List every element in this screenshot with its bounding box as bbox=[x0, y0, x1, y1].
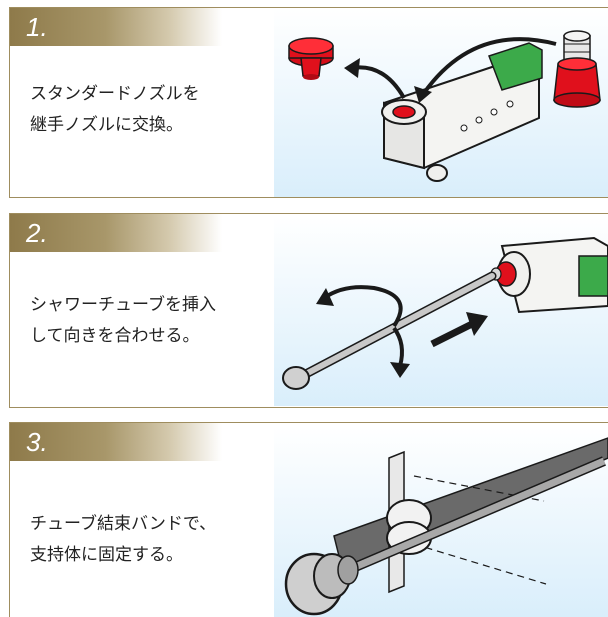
step-1-panel: 1. スタンダードノズルを 継手ノズルに交換。 bbox=[9, 7, 608, 198]
cable-tie-illustration bbox=[274, 426, 608, 617]
description-line: して向きを合わせる。 bbox=[30, 326, 200, 346]
step-3-panel: 3. チューブ結束バンドで、 支持体に固定する。 bbox=[9, 422, 608, 617]
step-number-bar: 1. bbox=[10, 8, 222, 46]
step-number: 2. bbox=[26, 218, 48, 248]
step-2-panel: 2. シャワーチューブを挿入 して向きを合わせる。 bbox=[9, 213, 608, 408]
nozzle-swap-image bbox=[288, 30, 601, 182]
step-description: シャワーチューブを挿入 して向きを合わせる。 bbox=[30, 290, 216, 352]
standard-nozzle bbox=[288, 37, 334, 80]
step-description: スタンダードノズルを 継手ノズルに交換。 bbox=[30, 79, 200, 141]
description-line: 継手ノズルに交換。 bbox=[30, 115, 183, 135]
step-number-bar: 2. bbox=[10, 214, 222, 252]
step-number: 1. bbox=[26, 12, 48, 42]
joint-nozzle bbox=[553, 30, 601, 108]
step-number-bar: 3. bbox=[10, 423, 222, 461]
description-line: 支持体に固定する。 bbox=[30, 545, 183, 565]
description-line: シャワーチューブを挿入 bbox=[30, 295, 216, 315]
cable-tie-image bbox=[284, 437, 608, 616]
description-line: チューブ結束バンドで、 bbox=[30, 514, 217, 534]
step-description: チューブ結束バンドで、 支持体に固定する。 bbox=[30, 509, 216, 571]
nozzle-swap-illustration bbox=[274, 8, 608, 197]
description-line: スタンダードノズルを bbox=[30, 84, 200, 104]
step-number: 3. bbox=[26, 427, 48, 457]
shower-tube-image bbox=[282, 236, 608, 390]
shower-tube-illustration bbox=[274, 216, 608, 406]
